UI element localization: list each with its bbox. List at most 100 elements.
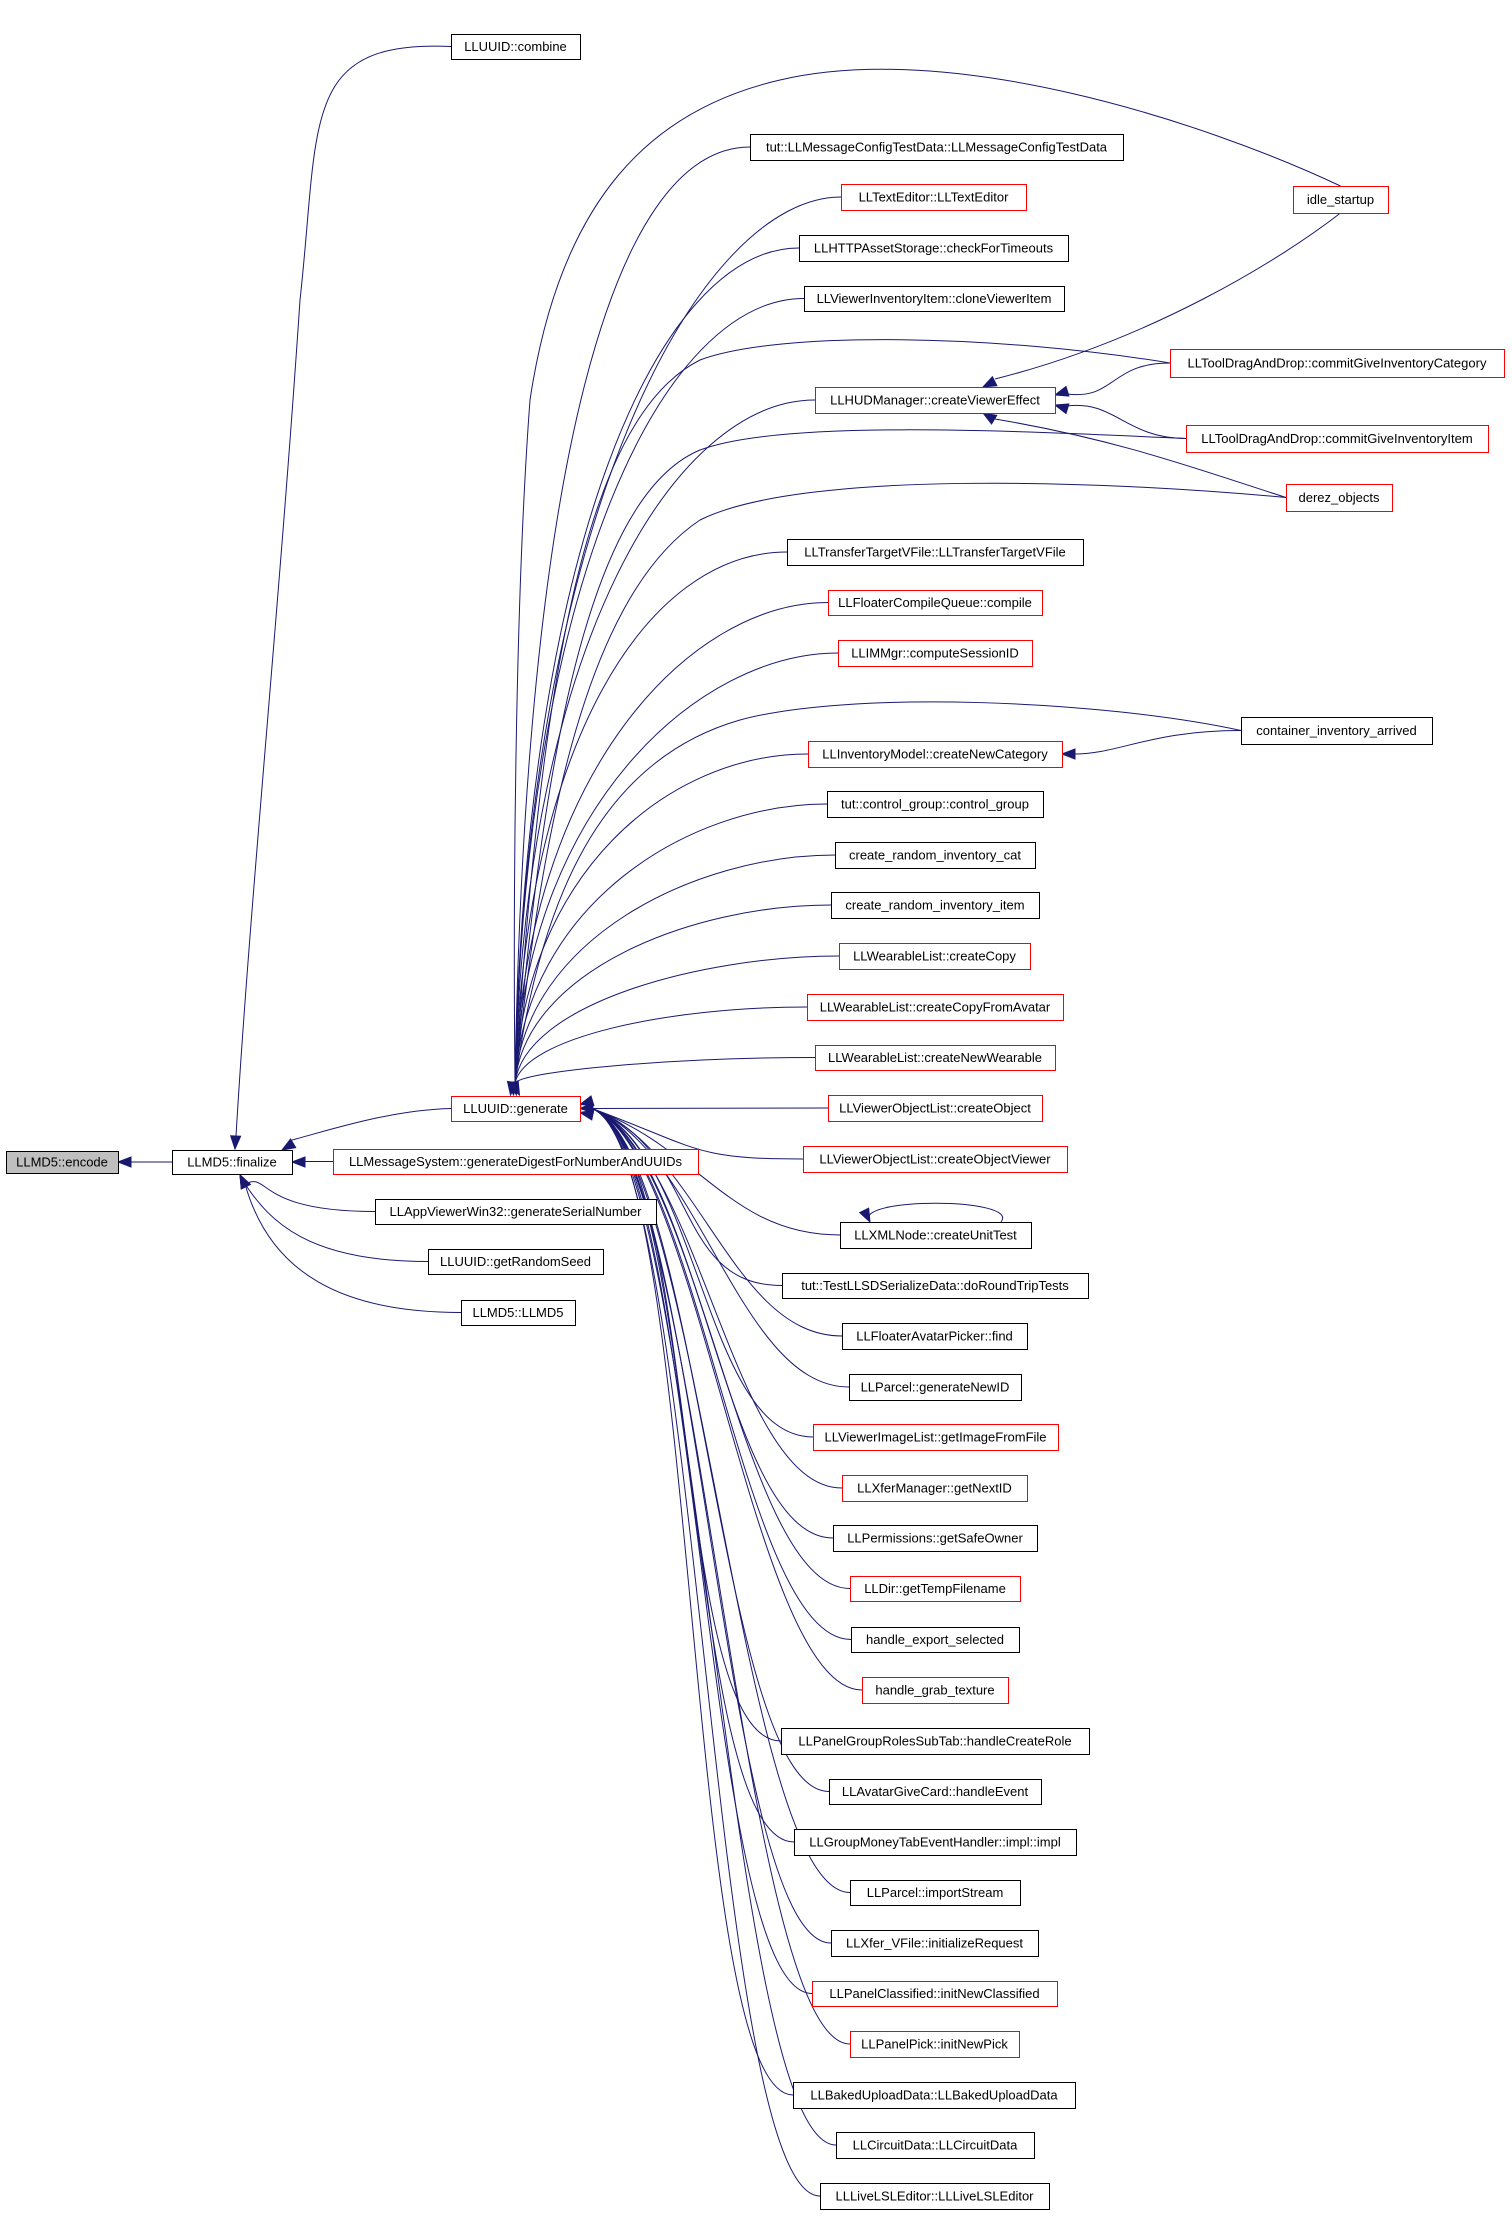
node-money-tab[interactable]: LLGroupMoneyTabEventHandler::impl::impl bbox=[794, 1829, 1077, 1856]
node-live-l-s-l[interactable]: LLLiveLSLEditor::LLLiveLSLEditor bbox=[820, 2183, 1050, 2210]
node-box bbox=[799, 235, 1069, 262]
edge-randomItem-to-generate bbox=[514, 904, 832, 1084]
generate-incoming-arrow bbox=[508, 1080, 521, 1097]
node-give-item[interactable]: LLToolDragAndDrop::commitGiveInventoryIt… bbox=[1186, 425, 1489, 453]
node-xfer-next-i-d[interactable]: LLXferManager::getNextID bbox=[842, 1475, 1028, 1502]
edge-containerArrived-to-generate bbox=[514, 701, 1242, 1084]
node-transfer-target[interactable]: LLTransferTargetVFile::LLTransferTargetV… bbox=[787, 539, 1084, 566]
node-derez[interactable]: derez_objects bbox=[1286, 484, 1393, 512]
node-im-session[interactable]: LLIMMgr::computeSessionID bbox=[838, 640, 1033, 667]
node-llsd-round-trip[interactable]: tut::TestLLSDSerializeData::doRoundTripT… bbox=[782, 1273, 1089, 1299]
node-label: LLHTTPAssetStorage::checkForTimeouts bbox=[814, 241, 1054, 256]
node-new-pick[interactable]: LLPanelPick::initNewPick bbox=[850, 2031, 1020, 2058]
node-random-cat[interactable]: create_random_inventory_cat bbox=[835, 842, 1036, 869]
node-md5ctor[interactable]: LLMD5::LLMD5 bbox=[461, 1300, 576, 1326]
node-baked-upload[interactable]: LLBakedUploadData::LLBakedUploadData bbox=[793, 2082, 1076, 2109]
node-obj-create-viewer[interactable]: LLViewerObjectList::createObjectViewer bbox=[803, 1146, 1068, 1173]
node-new-classified[interactable]: LLPanelClassified::initNewClassified bbox=[812, 1981, 1058, 2007]
node-label: LLParcel::importStream bbox=[867, 1885, 1004, 1900]
node-create-role[interactable]: LLPanelGroupRolesSubTab::handleCreateRol… bbox=[781, 1728, 1090, 1755]
node-xml-unit-test[interactable]: LLXMLNode::createUnitTest bbox=[840, 1222, 1032, 1249]
node-compile-queue[interactable]: LLFloaterCompileQueue::compile bbox=[828, 590, 1043, 616]
node-box bbox=[839, 943, 1031, 970]
node-wear-copy-avatar[interactable]: LLWearableList::createCopyFromAvatar bbox=[807, 994, 1064, 1021]
node-control-group[interactable]: tut::control_group::control_group bbox=[827, 791, 1044, 818]
node-obj-create[interactable]: LLViewerObjectList::createObject bbox=[828, 1095, 1043, 1122]
node-box bbox=[1286, 484, 1393, 512]
node-label: LLPanelGroupRolesSubTab::handleCreateRol… bbox=[798, 1734, 1071, 1749]
node-clone-item[interactable]: LLViewerInventoryItem::cloneViewerItem bbox=[804, 286, 1065, 312]
node-label: LLMD5::LLMD5 bbox=[472, 1305, 563, 1320]
node-box bbox=[829, 1779, 1042, 1805]
node-circuit-data[interactable]: LLCircuitData::LLCircuitData bbox=[836, 2132, 1035, 2159]
node-export-selected[interactable]: handle_export_selected bbox=[851, 1627, 1020, 1653]
node-label: handle_export_selected bbox=[866, 1632, 1004, 1647]
nodes-layer: LLMD5::encode LLMD5::finalize LLUUID::comb… bbox=[6, 34, 1505, 2210]
node-box bbox=[828, 1095, 1043, 1122]
edge-xferVFile-to-generate bbox=[591, 1108, 832, 1944]
node-box bbox=[820, 2183, 1050, 2210]
node-xfer-v-file[interactable]: LLXfer_VFile::initializeRequest bbox=[831, 1930, 1039, 1957]
node-container-arrived[interactable]: container_inventory_arrived bbox=[1241, 717, 1433, 745]
node-gen-digest[interactable]: LLMessageSystem::generateDigestForNumber… bbox=[333, 1149, 699, 1175]
node-box bbox=[835, 842, 1036, 869]
edge-xmlUnitTest-to-xmlUnitTest-arrow bbox=[858, 1207, 871, 1224]
node-grab-texture[interactable]: handle_grab_texture bbox=[862, 1677, 1009, 1704]
node-box bbox=[838, 640, 1033, 667]
node-parcel-new-i-d[interactable]: LLParcel::generateNewID bbox=[849, 1374, 1022, 1401]
node-random-item[interactable]: create_random_inventory_item bbox=[831, 892, 1040, 919]
edge-giveItem-to-hudEffect bbox=[1066, 404, 1187, 439]
node-box bbox=[840, 1222, 1032, 1249]
node-combine[interactable]: LLUUID::combine bbox=[451, 34, 581, 60]
node-generate[interactable]: LLUUID::generate bbox=[451, 1096, 581, 1122]
node-msg-config[interactable]: tut::LLMessageConfigTestData::LLMessageC… bbox=[750, 134, 1124, 161]
node-label: LLMD5::finalize bbox=[187, 1155, 277, 1170]
edge-parcelNewID-to-generate bbox=[591, 1108, 850, 1388]
node-box bbox=[849, 1374, 1022, 1401]
edge-objCreateViewer-to-generate bbox=[591, 1108, 804, 1160]
node-hud-effect[interactable]: LLHUDManager::createViewerEffect bbox=[815, 387, 1056, 414]
node-label: LLUUID::combine bbox=[464, 39, 567, 54]
node-box bbox=[831, 1930, 1039, 1957]
arrowheads-layer bbox=[116, 375, 1076, 1224]
node-label: LLIMMgr::computeSessionID bbox=[851, 646, 1019, 661]
node-wear-copy[interactable]: LLWearableList::createCopy bbox=[839, 943, 1031, 970]
node-encode[interactable]: LLMD5::encode bbox=[6, 1151, 119, 1174]
node-give-card[interactable]: LLAvatarGiveCard::handleEvent bbox=[829, 1779, 1042, 1805]
node-label: idle_startup bbox=[1307, 192, 1374, 207]
node-label: create_random_inventory_item bbox=[845, 898, 1024, 913]
node-label: create_random_inventory_cat bbox=[849, 848, 1021, 863]
node-new-category[interactable]: LLInventoryModel::createNewCategory bbox=[808, 741, 1063, 768]
node-avatar-picker-find[interactable]: LLFloaterAvatarPicker::find bbox=[842, 1323, 1028, 1350]
edge-derez-to-hudEffect-arrow bbox=[981, 412, 998, 425]
edge-imSession-to-generate bbox=[514, 652, 839, 1084]
node-finalize[interactable]: LLMD5::finalize bbox=[172, 1150, 293, 1175]
node-label: LLPanelClassified::initNewClassified bbox=[829, 1986, 1039, 2001]
node-box bbox=[333, 1149, 699, 1175]
node-import-stream[interactable]: LLParcel::importStream bbox=[850, 1880, 1021, 1906]
node-safe-owner[interactable]: LLPermissions::getSafeOwner bbox=[833, 1525, 1038, 1552]
node-box bbox=[804, 286, 1065, 312]
node-gen-serial[interactable]: LLAppViewerWin32::generateSerialNumber bbox=[375, 1199, 657, 1225]
node-idle-startup[interactable]: idle_startup bbox=[1293, 186, 1389, 214]
edge-controlGroup-to-generate bbox=[514, 803, 828, 1084]
node-temp-filename[interactable]: LLDir::getTempFilename bbox=[850, 1576, 1021, 1602]
node-wear-new[interactable]: LLWearableList::createNewWearable bbox=[815, 1045, 1056, 1071]
node-box bbox=[1241, 717, 1433, 745]
node-image-from-file[interactable]: LLViewerImageList::getImageFromFile bbox=[813, 1424, 1059, 1451]
edge-wearCopy-to-generate bbox=[514, 955, 840, 1084]
edge-giveCategory-to-generate bbox=[514, 339, 1171, 1084]
node-label: LLHUDManager::createViewerEffect bbox=[830, 393, 1040, 408]
edge-bakedUpload-to-generate bbox=[591, 1108, 794, 2096]
node-box bbox=[842, 1323, 1028, 1350]
node-label: tut::LLMessageConfigTestData::LLMessageC… bbox=[766, 140, 1108, 155]
node-label: tut::control_group::control_group bbox=[841, 797, 1029, 812]
node-text-editor[interactable]: LLTextEditor::LLTextEditor bbox=[841, 184, 1027, 211]
node-random-seed[interactable]: LLUUID::getRandomSeed bbox=[428, 1249, 604, 1275]
node-box bbox=[850, 1576, 1021, 1602]
node-give-category[interactable]: LLToolDragAndDrop::commitGiveInventoryCa… bbox=[1170, 349, 1505, 378]
node-http-asset[interactable]: LLHTTPAssetStorage::checkForTimeouts bbox=[799, 235, 1069, 262]
edge-idleStartup-to-generate bbox=[513, 68, 1341, 1084]
edge-giveItem-to-generate bbox=[514, 429, 1187, 1084]
